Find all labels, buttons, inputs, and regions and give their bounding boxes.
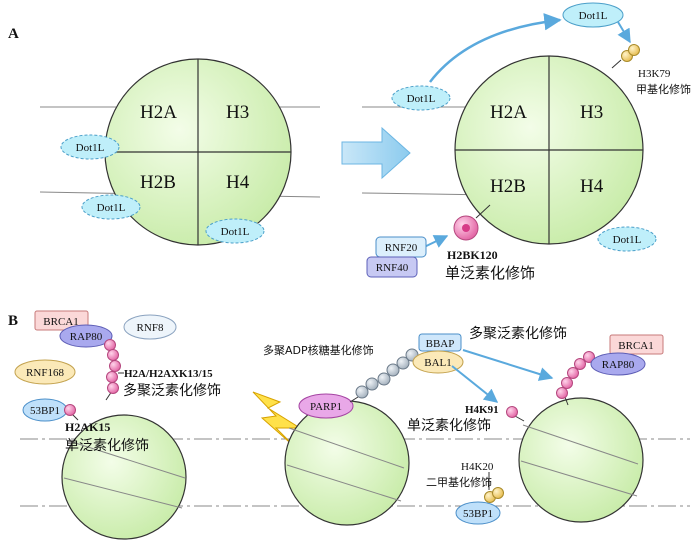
dot1l-left-3: Dot1L <box>205 218 265 244</box>
svg-text:Dot1L: Dot1L <box>407 93 436 105</box>
svg-text:Dot1L: Dot1L <box>97 202 126 214</box>
svg-text:RNF168: RNF168 <box>26 367 64 379</box>
svg-text:RNF8: RNF8 <box>137 322 164 334</box>
histone-h4-left: H4 <box>226 172 250 193</box>
transition-arrow <box>341 126 411 180</box>
nucleosome-a-right: H2A H3 H2B H4 <box>361 55 644 245</box>
svg-text:BBAP: BBAP <box>426 338 455 350</box>
bal1-ellipse: BAL1 <box>412 350 464 374</box>
poly-ub-label-right: 多聚泛素化修饰 <box>469 325 567 342</box>
poly-ub-label-left: 多聚泛素化修饰 <box>123 382 221 399</box>
h3k79-mod-label: 甲基化修饰 <box>636 82 691 96</box>
dot1l-to-h3k79-arrow <box>617 21 631 44</box>
histone-h2a-left: H2A <box>140 102 177 123</box>
svg-text:Dot1L: Dot1L <box>76 142 105 154</box>
poly-ub-chain-left <box>104 339 121 401</box>
mono-ub-label-left: 单泛素化修饰 <box>65 438 149 454</box>
rap80-ellipse-left: RAP80 <box>59 324 113 348</box>
bbap-to-chain-arrow <box>462 349 554 381</box>
svg-text:RNF20: RNF20 <box>385 242 418 254</box>
dot1l-right-mid: Dot1L <box>391 85 451 111</box>
dot1l-travel-arrow <box>429 13 562 83</box>
parp1-ellipse: PARP1 <box>298 393 354 419</box>
nucleosome-b-right <box>518 397 644 523</box>
svg-text:53BP1: 53BP1 <box>463 508 493 520</box>
panel-label-a: A <box>8 26 19 42</box>
svg-text:RAP80: RAP80 <box>602 359 635 371</box>
nucleosome-a-left: H2A H3 H2B H4 <box>39 58 321 246</box>
svg-text:Dot1L: Dot1L <box>613 234 642 246</box>
nucleosome-b-left <box>61 414 187 540</box>
brca1-box-left: BRCA1 <box>34 310 89 331</box>
histone-h3-left: H3 <box>226 102 249 123</box>
bbap-to-h4k91-arrow <box>451 365 499 403</box>
brca1-box-right: BRCA1 <box>609 334 664 355</box>
rap80-ellipse-right: RAP80 <box>590 352 646 376</box>
dot1l-right-bottom: Dot1L <box>597 226 657 252</box>
rnf8-ellipse: RNF8 <box>123 314 177 340</box>
h2bk120-ubiquitin <box>453 204 491 241</box>
svg-text:BRCA1: BRCA1 <box>43 316 78 328</box>
mono-ub-label-right: 单泛素化修饰 <box>407 418 491 434</box>
h4k20-methyl-marks <box>484 487 504 503</box>
53bp1-ellipse-left: 53BP1 <box>22 398 68 422</box>
h2a-sites-label: H2A/H2AXK13/15 <box>124 368 213 380</box>
poly-ub-chain-right <box>556 351 595 406</box>
dot1l-left-2: Dot1L <box>81 194 141 220</box>
rnf168-ellipse: RNF168 <box>14 359 76 385</box>
h2bk120-mod-label: 单泛素化修饰 <box>445 264 535 282</box>
h2ak15-label: H2AK15 <box>65 420 110 434</box>
h2bk120-label: H2BK120 <box>447 248 498 262</box>
svg-text:RNF40: RNF40 <box>376 262 409 274</box>
rnf40-box: RNF40 <box>366 256 418 278</box>
53bp1-ellipse-right: 53BP1 <box>455 501 501 525</box>
svg-text:53BP1: 53BP1 <box>30 405 60 417</box>
bbap-box: BBAP <box>418 333 462 352</box>
svg-text:RAP80: RAP80 <box>70 331 103 343</box>
dna-damage-lightning-icon <box>252 391 302 449</box>
svg-text:BRCA1: BRCA1 <box>618 340 653 352</box>
panel-label-b: B <box>8 313 18 329</box>
h4k20-label: H4K20 <box>461 461 494 473</box>
histone-h2a-right: H2A <box>490 102 527 123</box>
svg-text:Dot1L: Dot1L <box>579 10 608 22</box>
dimethyl-label: 二甲基化修饰 <box>426 475 492 489</box>
h3k79-methyl-marks <box>611 44 640 69</box>
par-mod-label: 多聚ADP核糖基化修饰 <box>263 343 374 357</box>
h2ak15-ubiquitin <box>64 404 79 421</box>
histone-h2b-left: H2B <box>140 172 176 193</box>
nucleosome-b-middle <box>284 400 410 526</box>
rnf20-box: RNF20 <box>375 236 427 258</box>
histone-h4-right: H4 <box>580 176 604 197</box>
h4k91-label: H4K91 <box>465 404 499 416</box>
histone-h2b-right: H2B <box>490 176 526 197</box>
svg-text:Dot1L: Dot1L <box>221 226 250 238</box>
dot1l-left-1: Dot1L <box>60 134 120 160</box>
svg-text:PARP1: PARP1 <box>310 401 342 413</box>
dot1l-right-top: Dot1L <box>562 2 624 28</box>
par-chain <box>349 348 419 403</box>
svg-text:BAL1: BAL1 <box>424 357 452 369</box>
histone-h3-right: H3 <box>580 102 603 123</box>
h4k91-ubiquitin <box>506 406 525 422</box>
h3k79-label: H3K79 <box>638 68 671 80</box>
